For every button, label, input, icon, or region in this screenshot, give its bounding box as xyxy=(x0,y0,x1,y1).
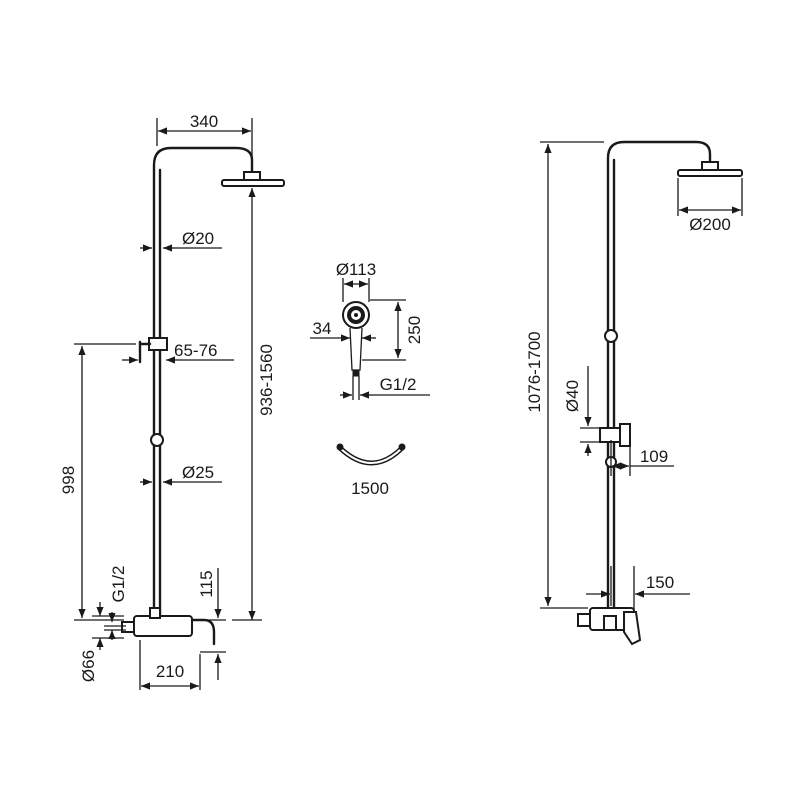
dim-hand-thread: G1/2 xyxy=(380,375,417,394)
dim-right-total-height: 1076-1700 xyxy=(525,331,544,412)
dim-slider-range: 65-76 xyxy=(174,341,217,360)
dim-inlet-diameter: Ø66 xyxy=(79,650,98,682)
dim-mixer-offset: 150 xyxy=(646,573,674,592)
left-shower-column xyxy=(121,146,285,646)
hand-shower xyxy=(342,301,370,377)
dim-pipe-diameter-lower: Ø25 xyxy=(182,463,214,482)
dim-hose-length: 1500 xyxy=(351,479,389,498)
hand-shower-handle xyxy=(349,327,363,371)
dim-hand-shower-length: 250 xyxy=(405,316,424,344)
dim-holder-diameter: Ø40 xyxy=(563,380,582,412)
dim-left-inlet-thread: G1/2 xyxy=(109,566,128,603)
left-dimensions xyxy=(74,118,262,690)
dim-mixer-height: 998 xyxy=(59,466,78,494)
hand-shower-dimensions xyxy=(310,278,430,400)
dim-pipe-diameter-upper: Ø20 xyxy=(182,229,214,248)
dim-head-reach: 340 xyxy=(190,112,218,131)
right-shower-mixer xyxy=(577,607,642,646)
left-slider-holder xyxy=(138,337,168,364)
right-joint-knob xyxy=(604,329,618,343)
dim-hand-head-width: 34 xyxy=(313,319,332,338)
dim-hand-head-diameter: Ø113 xyxy=(336,260,376,279)
left-joint-knob xyxy=(150,433,164,447)
dim-left-total-height: 936-1560 xyxy=(257,344,276,416)
left-riser-pipe xyxy=(152,146,254,620)
right-shower-column xyxy=(577,140,743,646)
dim-holder-offset: 109 xyxy=(640,447,668,466)
left-shower-head xyxy=(221,171,285,187)
right-riser-pipe xyxy=(606,140,712,612)
right-shower-head xyxy=(677,161,743,177)
dim-spout-length: 210 xyxy=(156,662,184,681)
left-bath-mixer xyxy=(121,607,216,646)
shower-hose xyxy=(336,443,406,466)
right-dimensions xyxy=(540,141,743,610)
dim-spout-drop: 115 xyxy=(197,570,216,597)
dim-right-head-diameter: Ø200 xyxy=(689,215,731,234)
right-slider-holder xyxy=(599,423,631,468)
